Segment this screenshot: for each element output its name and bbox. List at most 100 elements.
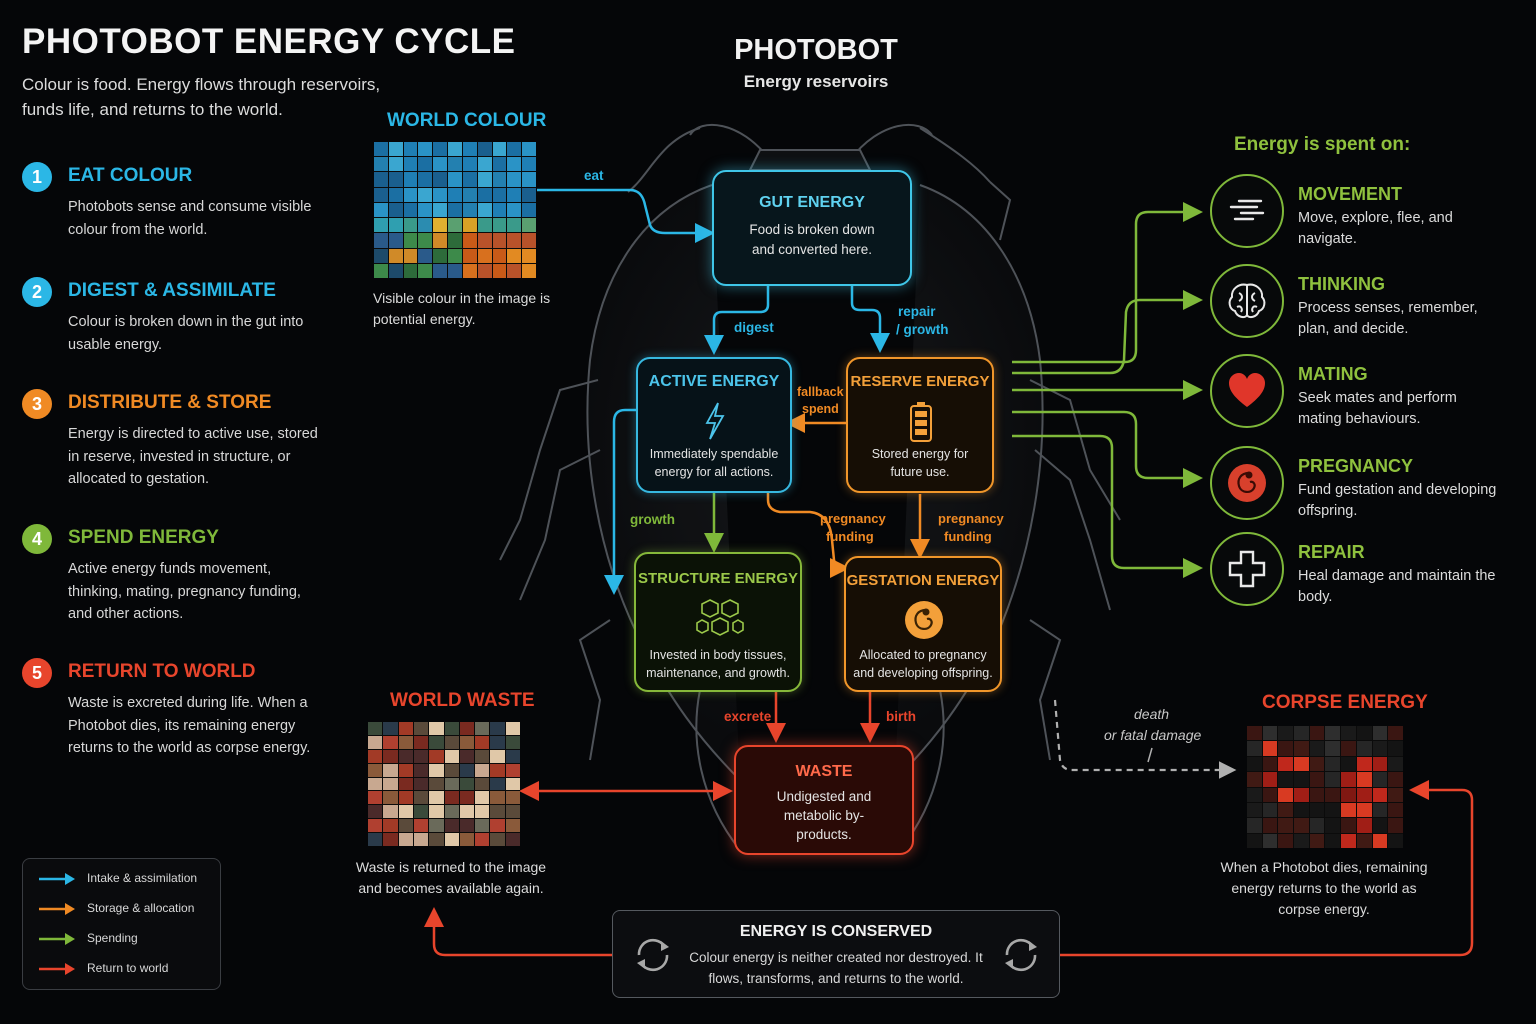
mosaic-cell [429,791,444,805]
growth-arrow [604,408,636,595]
mosaic-cell [374,263,388,278]
mosaic-cell [475,777,490,791]
mosaic-cell [492,172,507,187]
mosaic-cell [505,819,520,833]
mosaic-cell [1294,772,1309,787]
mosaic-cell [1372,818,1388,833]
flow-label-excrete: excrete [724,709,772,724]
mosaic-cell [507,172,522,187]
mosaic-cell [1341,772,1356,787]
mosaic-cell [459,722,475,735]
mosaic-cell [418,202,433,218]
step-title: EAT COLOUR [68,165,193,186]
spend-item-title: PREGNANCY [1298,456,1414,476]
mosaic-cell [475,749,490,763]
mosaic-cell [505,777,520,791]
mosaic-cell [1278,772,1294,787]
mosaic-cell [433,172,448,187]
cells-icon [696,599,744,636]
mosaic-cell [1356,741,1372,756]
mosaic-cell [477,157,492,172]
node-desc: Allocated to pregnancy and developing of… [853,648,993,680]
step-title: DIGEST & ASSIMILATE [68,280,276,301]
mosaic-cell [1341,818,1356,833]
mosaic-cell [1309,726,1325,741]
mosaic-cell [1278,787,1294,802]
world-colour-caption: Visible colour in the image is potential… [373,290,551,327]
mosaic-cell [1294,833,1309,848]
mosaic-cell [1372,787,1388,802]
mosaic-cell [1325,772,1341,787]
mosaic-cell [1294,756,1309,772]
mosaic-cell [1325,787,1341,802]
mosaic-cell [413,735,429,749]
mosaic-cell [444,819,459,833]
legend-intake: Intake & assimilation [35,869,197,889]
mosaic-cell [1341,726,1356,741]
mosaic-cell [462,248,477,263]
mosaic-cell [1388,741,1403,756]
spend-item-title: THINKING [1298,274,1385,294]
mosaic-cell [1388,756,1403,772]
spend-item-desc: Process senses, remember, plan, and deci… [1298,300,1478,337]
mosaic-cell [374,187,388,202]
mosaic-cell [1247,818,1262,833]
mosaic-cell [433,248,448,263]
step-title: SPEND ENERGY [68,527,219,548]
mosaic-cell [398,819,413,833]
mosaic-cell [507,233,522,248]
mosaic-cell [444,763,459,777]
mosaic-cell [374,157,388,172]
legend-label: Storage & allocation [87,901,195,915]
mosaic-cell [1388,772,1403,787]
return-corpse-arrow [1058,780,1474,957]
mosaic-cell [1294,787,1309,802]
mosaic-cell [1294,818,1309,833]
step-number: 2 [22,277,52,307]
mosaic-cell [490,819,505,833]
step-title: DISTRIBUTE & STORE [68,392,272,413]
mosaic-cell [490,833,505,846]
spend-movement: MOVEMENT Move, explore, flee, and naviga… [1210,174,1510,254]
mosaic-cell [1278,741,1294,756]
mosaic-cell [403,233,418,248]
flow-label-death: death [1134,706,1170,722]
mosaic-cell [1247,802,1262,818]
mosaic-cell [398,805,413,819]
mosaic-cell [413,722,429,735]
mosaic-cell [1325,802,1341,818]
mosaic-cell [403,218,418,233]
mosaic-cell [398,777,413,791]
mosaic-cell [429,777,444,791]
mosaic-cell [1309,772,1325,787]
mosaic-cell [1325,756,1341,772]
photobot-title: PHOTOBOT [734,34,898,66]
mosaic-cell [433,263,448,278]
lightning-icon [705,402,725,440]
world-waste-caption: Waste is returned to the image and becom… [355,859,547,896]
mosaic-cell [507,157,522,172]
mosaic-cell [505,763,520,777]
node-desc: Invested in body tissues, maintenance, a… [646,648,790,680]
mosaic-cell [444,791,459,805]
mosaic-cell [413,777,429,791]
mosaic-cell [368,763,383,777]
corpse-energy-title: CORPSE ENERGY [1262,692,1428,713]
mosaic-cell [374,218,388,233]
mosaic-cell [383,722,398,735]
cross-icon [1228,550,1266,588]
mosaic-cell [1309,787,1325,802]
mosaic-cell [477,233,492,248]
to-movement-arrow [1012,202,1203,364]
mosaic-cell [492,187,507,202]
mosaic-cell [459,819,475,833]
mosaic-cell [413,805,429,819]
mosaic-cell [418,263,433,278]
mosaic-cell [388,187,403,202]
mosaic-cell [444,777,459,791]
mosaic-cell [492,248,507,263]
mosaic-cell [490,805,505,819]
mosaic-cell [418,187,433,202]
mosaic-cell [374,172,388,187]
conserved-desc: Colour energy is neither created nor des… [689,950,983,986]
